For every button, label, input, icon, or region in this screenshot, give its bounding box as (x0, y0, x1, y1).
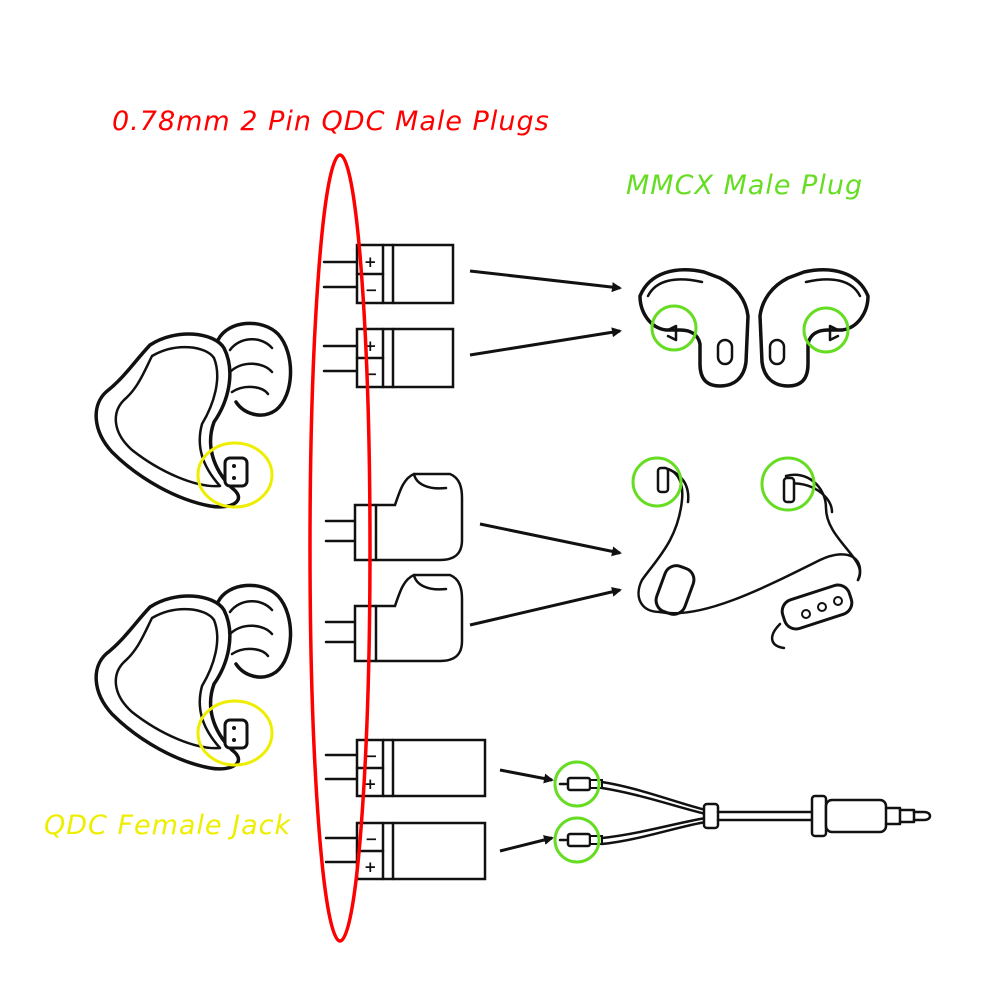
straight-plug-bottom-1: − + (324, 738, 487, 798)
mmcx-ear-hook-adapter-left-icon (638, 268, 750, 388)
mmcx-connector-icon (558, 776, 603, 792)
polarity-plus: + (364, 253, 377, 271)
mmcx-highlight (553, 816, 601, 864)
mmcx-ear-hook-adapter-right-icon (758, 268, 870, 388)
arrow-right-icon (469, 327, 622, 357)
qdc-female-jack-label: QDC Female Jack (44, 810, 292, 841)
polarity-plus: + (364, 858, 377, 876)
straight-plug-top-1: + − (322, 243, 455, 305)
angled-plug-middle-1 (324, 472, 464, 562)
arrow-right-icon (499, 835, 554, 853)
bluetooth-neckband-cable-icon (637, 466, 862, 650)
mmcx-highlight (631, 456, 683, 508)
polarity-plus: + (364, 775, 377, 793)
qdc-female-jack-highlight-bottom (196, 699, 274, 767)
qdc-male-plugs-label: 0.78mm 2 Pin QDC Male Plugs (112, 106, 550, 137)
polarity-minus: − (365, 281, 378, 299)
polarity-minus: − (365, 747, 378, 765)
arrow-right-icon (499, 768, 554, 784)
qdc-female-jack-highlight-top (196, 441, 274, 509)
mmcx-highlight (802, 306, 850, 354)
angled-plug-middle-2 (324, 573, 464, 663)
earphone-top-icon (94, 321, 293, 509)
mmcx-highlight (553, 760, 601, 808)
arrow-right-icon (479, 522, 622, 557)
mmcx-y-cable-icon (558, 776, 932, 848)
straight-plug-top-2: + − (322, 327, 455, 389)
mmcx-highlight (650, 304, 698, 352)
mmcx-highlight (760, 456, 816, 512)
arrow-right-icon (469, 269, 622, 293)
straight-plug-bottom-2: − + (324, 821, 487, 881)
qdc-male-plugs-highlight (308, 153, 372, 943)
polarity-minus: − (365, 830, 378, 848)
arrow-right-icon (469, 586, 622, 627)
mmcx-connector-icon (558, 832, 603, 848)
earphone-bottom-icon (94, 583, 293, 771)
mmcx-male-plug-label: MMCX Male Plug (626, 170, 864, 201)
